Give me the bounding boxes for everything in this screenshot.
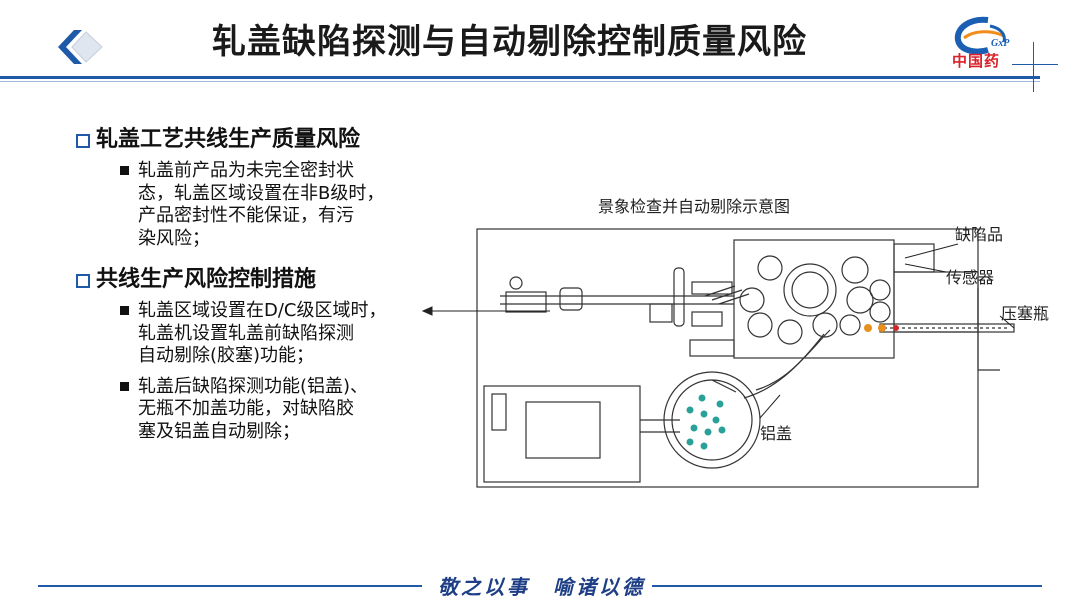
section-heading-control: 共线生产风险控制措施 [76, 264, 436, 296]
diamond-chevron-icon [58, 30, 103, 64]
page-title: 轧盖缺陷探测与自动剔除控制质量风险 [212, 22, 807, 62]
bullet-item: 轧盖前产品为未完全密封状 态，轧盖区域设置在非B级时， 产品密封性不能保证，有污… [76, 160, 438, 250]
decorative-cross-horizontal [1012, 64, 1058, 65]
bullet-line: 态，轧盖区域设置在非B级时， [138, 182, 385, 204]
section-heading-text: 轧盖工艺共线生产质量风险 [96, 127, 361, 152]
slide-text-content: 轧盖工艺共线生产质量风险 轧盖前产品为未完全密封状 态，轧盖区域设置在非B级时，… [76, 124, 436, 443]
label-defect: 缺陷品 [955, 225, 1004, 244]
label-aluminum-cap: 铝盖 [760, 424, 793, 443]
bullet-line: 轧盖机设置轧盖前缺陷探测 [138, 322, 354, 344]
header-divider [0, 76, 1040, 79]
square-bullet-icon [120, 166, 129, 175]
diagram-caption: 景象检查并自动剔除示意图 [598, 197, 791, 216]
bullet-line: 轧盖后缺陷探测功能(铝盖)、 [138, 375, 369, 397]
footer-divider-right [652, 585, 1042, 587]
bullet-item: 轧盖后缺陷探测功能(铝盖)、 无瓶不加盖功能，对缺陷胶 塞及铝盖自动剔除； [76, 376, 438, 444]
bullet-item: 轧盖区域设置在D/C级区域时， 轧盖机设置轧盖前缺陷探测 自动剔除(胶塞)功能； [76, 300, 438, 368]
square-bullet-icon [120, 381, 129, 391]
checkbox-bullet-icon [76, 274, 90, 288]
bullet-line: 无瓶不加盖功能，对缺陷胶 [138, 398, 354, 419]
slide-header: 轧盖缺陷探测与自动剔除控制质量风险 GxP 中国药 [0, 0, 1080, 92]
brand-logo-icon [954, 16, 1006, 55]
square-bullet-icon [120, 306, 129, 315]
footer-divider-left [38, 585, 422, 587]
header-divider-thin [0, 81, 1040, 82]
section-heading-text: 共线生产风险控制措施 [96, 267, 317, 292]
checkbox-bullet-icon [76, 134, 90, 148]
brand-tag: GxP [991, 38, 1010, 49]
bullet-line: 染风险； [138, 227, 210, 249]
bullet-line: 自动剔除(胶塞)功能； [138, 345, 315, 366]
capping-machine-diagram [421, 228, 1015, 488]
label-sensor: 传感器 [946, 268, 995, 287]
brand-name: 中国药 [952, 52, 1001, 70]
bullet-line: 轧盖前产品为未完全密封状 [138, 160, 354, 181]
decorative-cross-vertical [1033, 42, 1034, 92]
label-stopper-bottle: 压塞瓶 [1001, 304, 1050, 323]
bullet-line: 产品密封性不能保证，有污 [138, 205, 354, 226]
footer-motto: 敬之以事 喻诸以德 [438, 575, 645, 599]
bullet-line: 轧盖区域设置在D/C级区域时， [138, 300, 387, 321]
section-heading-risk: 轧盖工艺共线生产质量风险 [76, 124, 436, 156]
bullet-line: 塞及铝盖自动剔除； [138, 420, 300, 442]
